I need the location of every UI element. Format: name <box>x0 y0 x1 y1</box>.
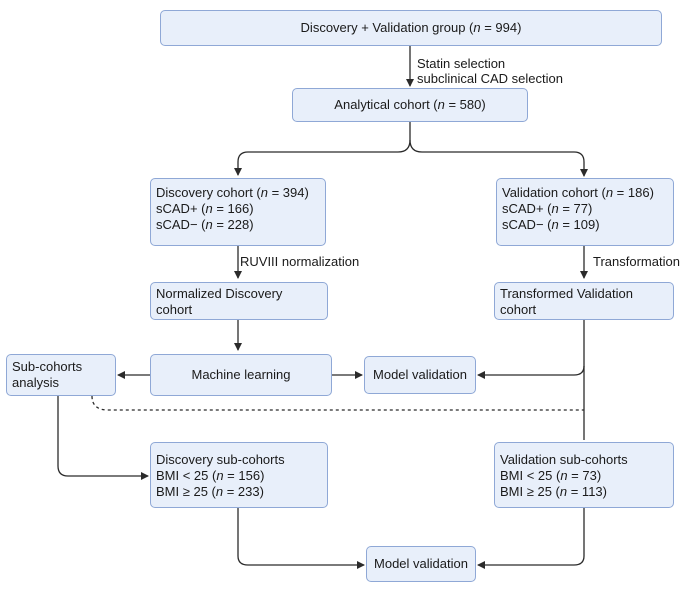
dotted-separator <box>91 395 584 411</box>
arrow-transformed-to-modelval <box>477 320 585 379</box>
box-validation-cohort: Validation cohort (n = 186) sCAD+ (n = 7… <box>496 178 674 246</box>
box-sub-cohorts-analysis: Sub-cohorts analysis <box>6 354 116 396</box>
label-transformation: Transformation <box>593 254 680 269</box>
box-machine-learning: Machine learning <box>150 354 332 396</box>
box-discovery-sub-cohorts: Discovery sub-cohorts BMI < 25 (n = 156)… <box>150 442 328 508</box>
box-model-validation-bottom: Model validation <box>366 546 476 582</box>
box-analytical-cohort: Analytical cohort (n = 580) <box>292 88 528 122</box>
label-statin-selection: Statin selection <box>417 56 506 71</box>
arrow-discoverysub-to-bottom <box>237 508 365 569</box>
arrow-analytical-to-discovery <box>234 122 411 176</box>
label-ruviii-normalization: RUVIII normalization <box>240 254 360 269</box>
box-transformed-validation-cohort: Transformed Validation cohort <box>494 282 674 320</box>
arrow-subcohorts-to-discoverysub <box>57 396 149 480</box>
box-discovery-cohort: Discovery cohort (n = 394) sCAD+ (n = 16… <box>150 178 326 246</box>
box-normalized-discovery-cohort: Normalized Discovery cohort <box>150 282 328 320</box>
label-subclinical-cad-selection: subclinical CAD selection <box>417 71 563 86</box>
arrow-analytical-to-validation <box>409 139 588 177</box>
box-discovery-validation-group: Discovery + Validation group (n = 994) <box>160 10 662 46</box>
box-model-validation-mid: Model validation <box>364 356 476 394</box>
arrow-validationsub-to-bottom <box>477 508 585 569</box>
box-validation-sub-cohorts: Validation sub-cohorts BMI < 25 (n = 73)… <box>494 442 674 508</box>
